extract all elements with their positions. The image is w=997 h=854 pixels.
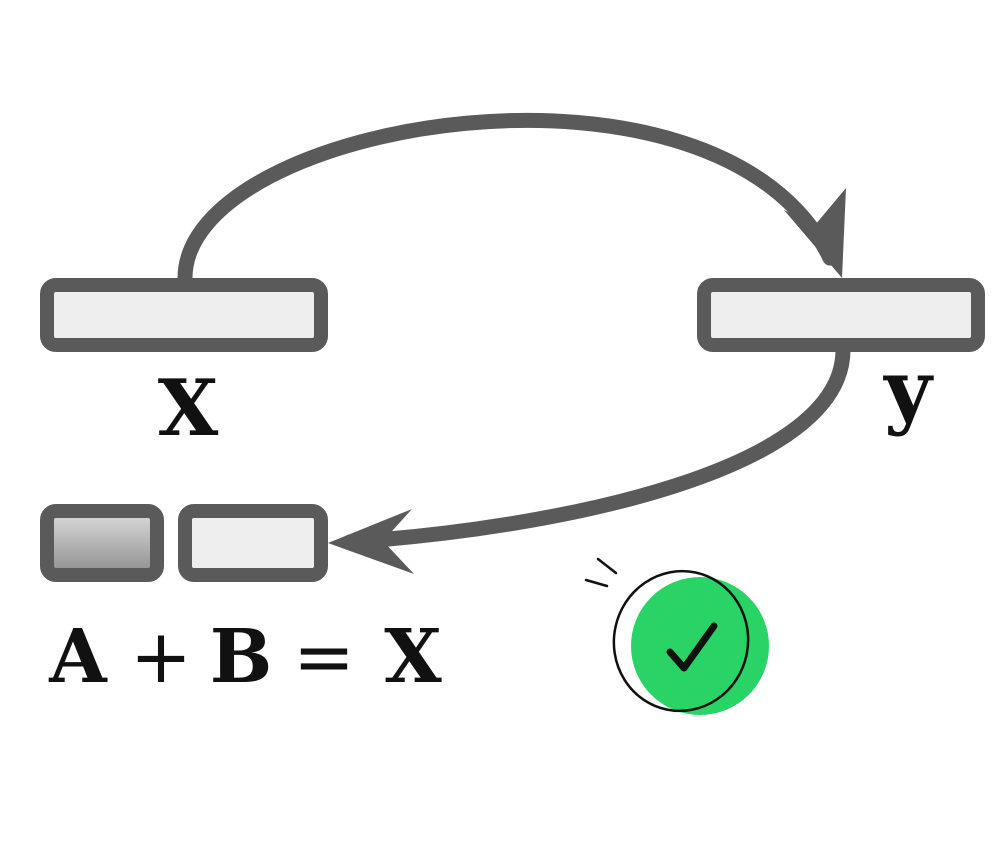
arrow-y-to-ab	[342, 342, 851, 550]
x-vector-box	[40, 278, 328, 352]
x-label: X	[158, 363, 219, 454]
equation: A + B = X	[48, 614, 442, 700]
y-vector-box	[697, 278, 985, 352]
equation-x: X	[384, 614, 442, 700]
arrow-x-to-y	[177, 112, 838, 286]
equation-plus: +	[130, 614, 192, 700]
arrowhead-x-to-y	[784, 188, 846, 278]
arrowhead-y-to-ab	[328, 509, 414, 574]
equation-b: B	[210, 614, 273, 700]
check-circle-icon	[584, 557, 769, 715]
a-block-box	[40, 504, 164, 582]
equation-a: A	[48, 614, 108, 700]
equation-equals: =	[293, 614, 355, 700]
b-block-box	[178, 504, 328, 582]
y-label: y	[882, 342, 934, 438]
